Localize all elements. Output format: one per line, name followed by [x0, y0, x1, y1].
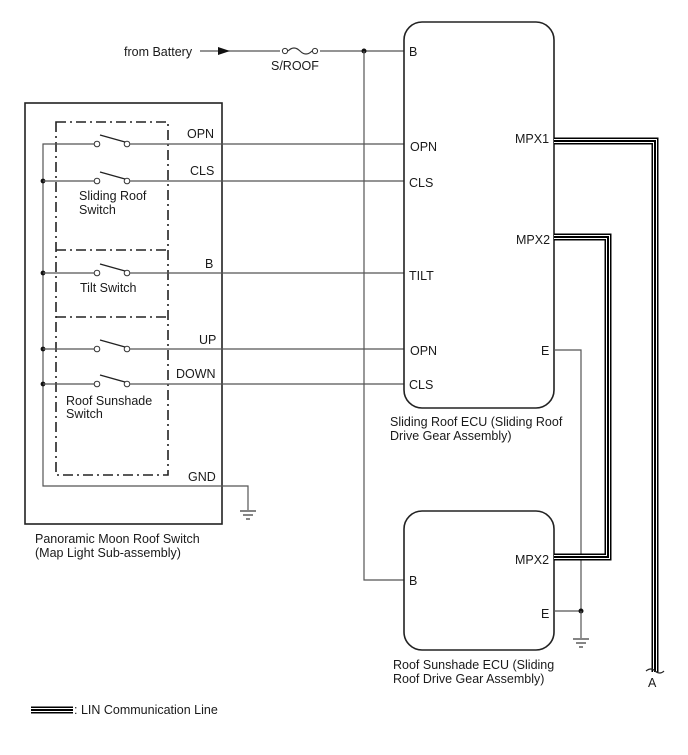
switch-assembly-name: Panoramic Moon Roof Switch	[35, 532, 200, 546]
switch-up	[40, 339, 404, 353]
ecu1-pin-opn2: OPN	[410, 344, 437, 358]
ecu1-pin-cls: CLS	[409, 176, 433, 190]
ecu2-pin-b: B	[409, 574, 417, 588]
ground-bus	[42, 143, 249, 510]
ecu1-pin-e: E	[541, 344, 549, 358]
lin-line-mpx1	[554, 137, 659, 672]
ecu1-pin-opn: OPN	[410, 140, 437, 154]
sliding-roof-switch-label-2: Switch	[79, 203, 116, 217]
sliding-roof-ecu-name: Sliding Roof ECU (Sliding Roof	[390, 415, 563, 429]
switch-tilt	[40, 263, 404, 277]
fuse-icon	[280, 46, 320, 56]
sliding-roof-ecu-name-2: Drive Gear Assembly)	[390, 429, 512, 443]
pin-cls: CLS	[190, 164, 214, 178]
pin-opn: OPN	[187, 127, 214, 141]
switch-assembly-box	[24, 102, 223, 525]
pin-gnd: GND	[188, 470, 216, 484]
sunshade-switch-label: Roof Sunshade	[66, 394, 152, 408]
ground-icon	[573, 638, 589, 648]
switch-group-outline	[55, 121, 169, 476]
ecu1-pin-tilt: TILT	[409, 269, 434, 283]
switch-cls	[40, 171, 404, 185]
pin-up: UP	[199, 333, 216, 347]
arrow-icon	[218, 47, 230, 55]
ecu2-pin-mpx2: MPX2	[515, 553, 549, 567]
pin-b: B	[205, 257, 213, 271]
connector-a-label: A	[648, 676, 657, 690]
sliding-roof-ecu-box	[403, 21, 555, 409]
switch-assembly-name-2: (Map Light Sub-assembly)	[35, 546, 181, 560]
pin-down: DOWN	[176, 367, 216, 381]
ecu1-pin-mpx1: MPX1	[515, 132, 549, 146]
ecu1-pin-cls2: CLS	[409, 378, 433, 392]
sunshade-ecu-name-2: Roof Drive Gear Assembly)	[393, 672, 544, 686]
legend-text: : LIN Communication Line	[74, 703, 218, 717]
switch-opn	[93, 134, 404, 148]
from-battery-label: from Battery	[124, 45, 193, 59]
fuse-label: S/ROOF	[271, 59, 319, 73]
ecu2-pin-e: E	[541, 607, 549, 621]
ecu1-pin-b: B	[409, 45, 417, 59]
switch-down	[40, 374, 404, 388]
cable-break-icon	[645, 668, 665, 674]
tilt-switch-label: Tilt Switch	[80, 281, 137, 295]
ecu1-pin-mpx2: MPX2	[516, 233, 550, 247]
sunshade-ecu-box	[403, 510, 555, 651]
ecu1-ground-wire	[554, 349, 582, 610]
sunshade-switch-label-2: Switch	[66, 407, 103, 421]
lin-line-mpx2	[554, 233, 612, 561]
sunshade-b-wire	[363, 51, 404, 581]
sunshade-ecu-name: Roof Sunshade ECU (Sliding	[393, 658, 554, 672]
sliding-roof-switch-label: Sliding Roof	[79, 189, 147, 203]
ground-icon	[240, 510, 256, 520]
